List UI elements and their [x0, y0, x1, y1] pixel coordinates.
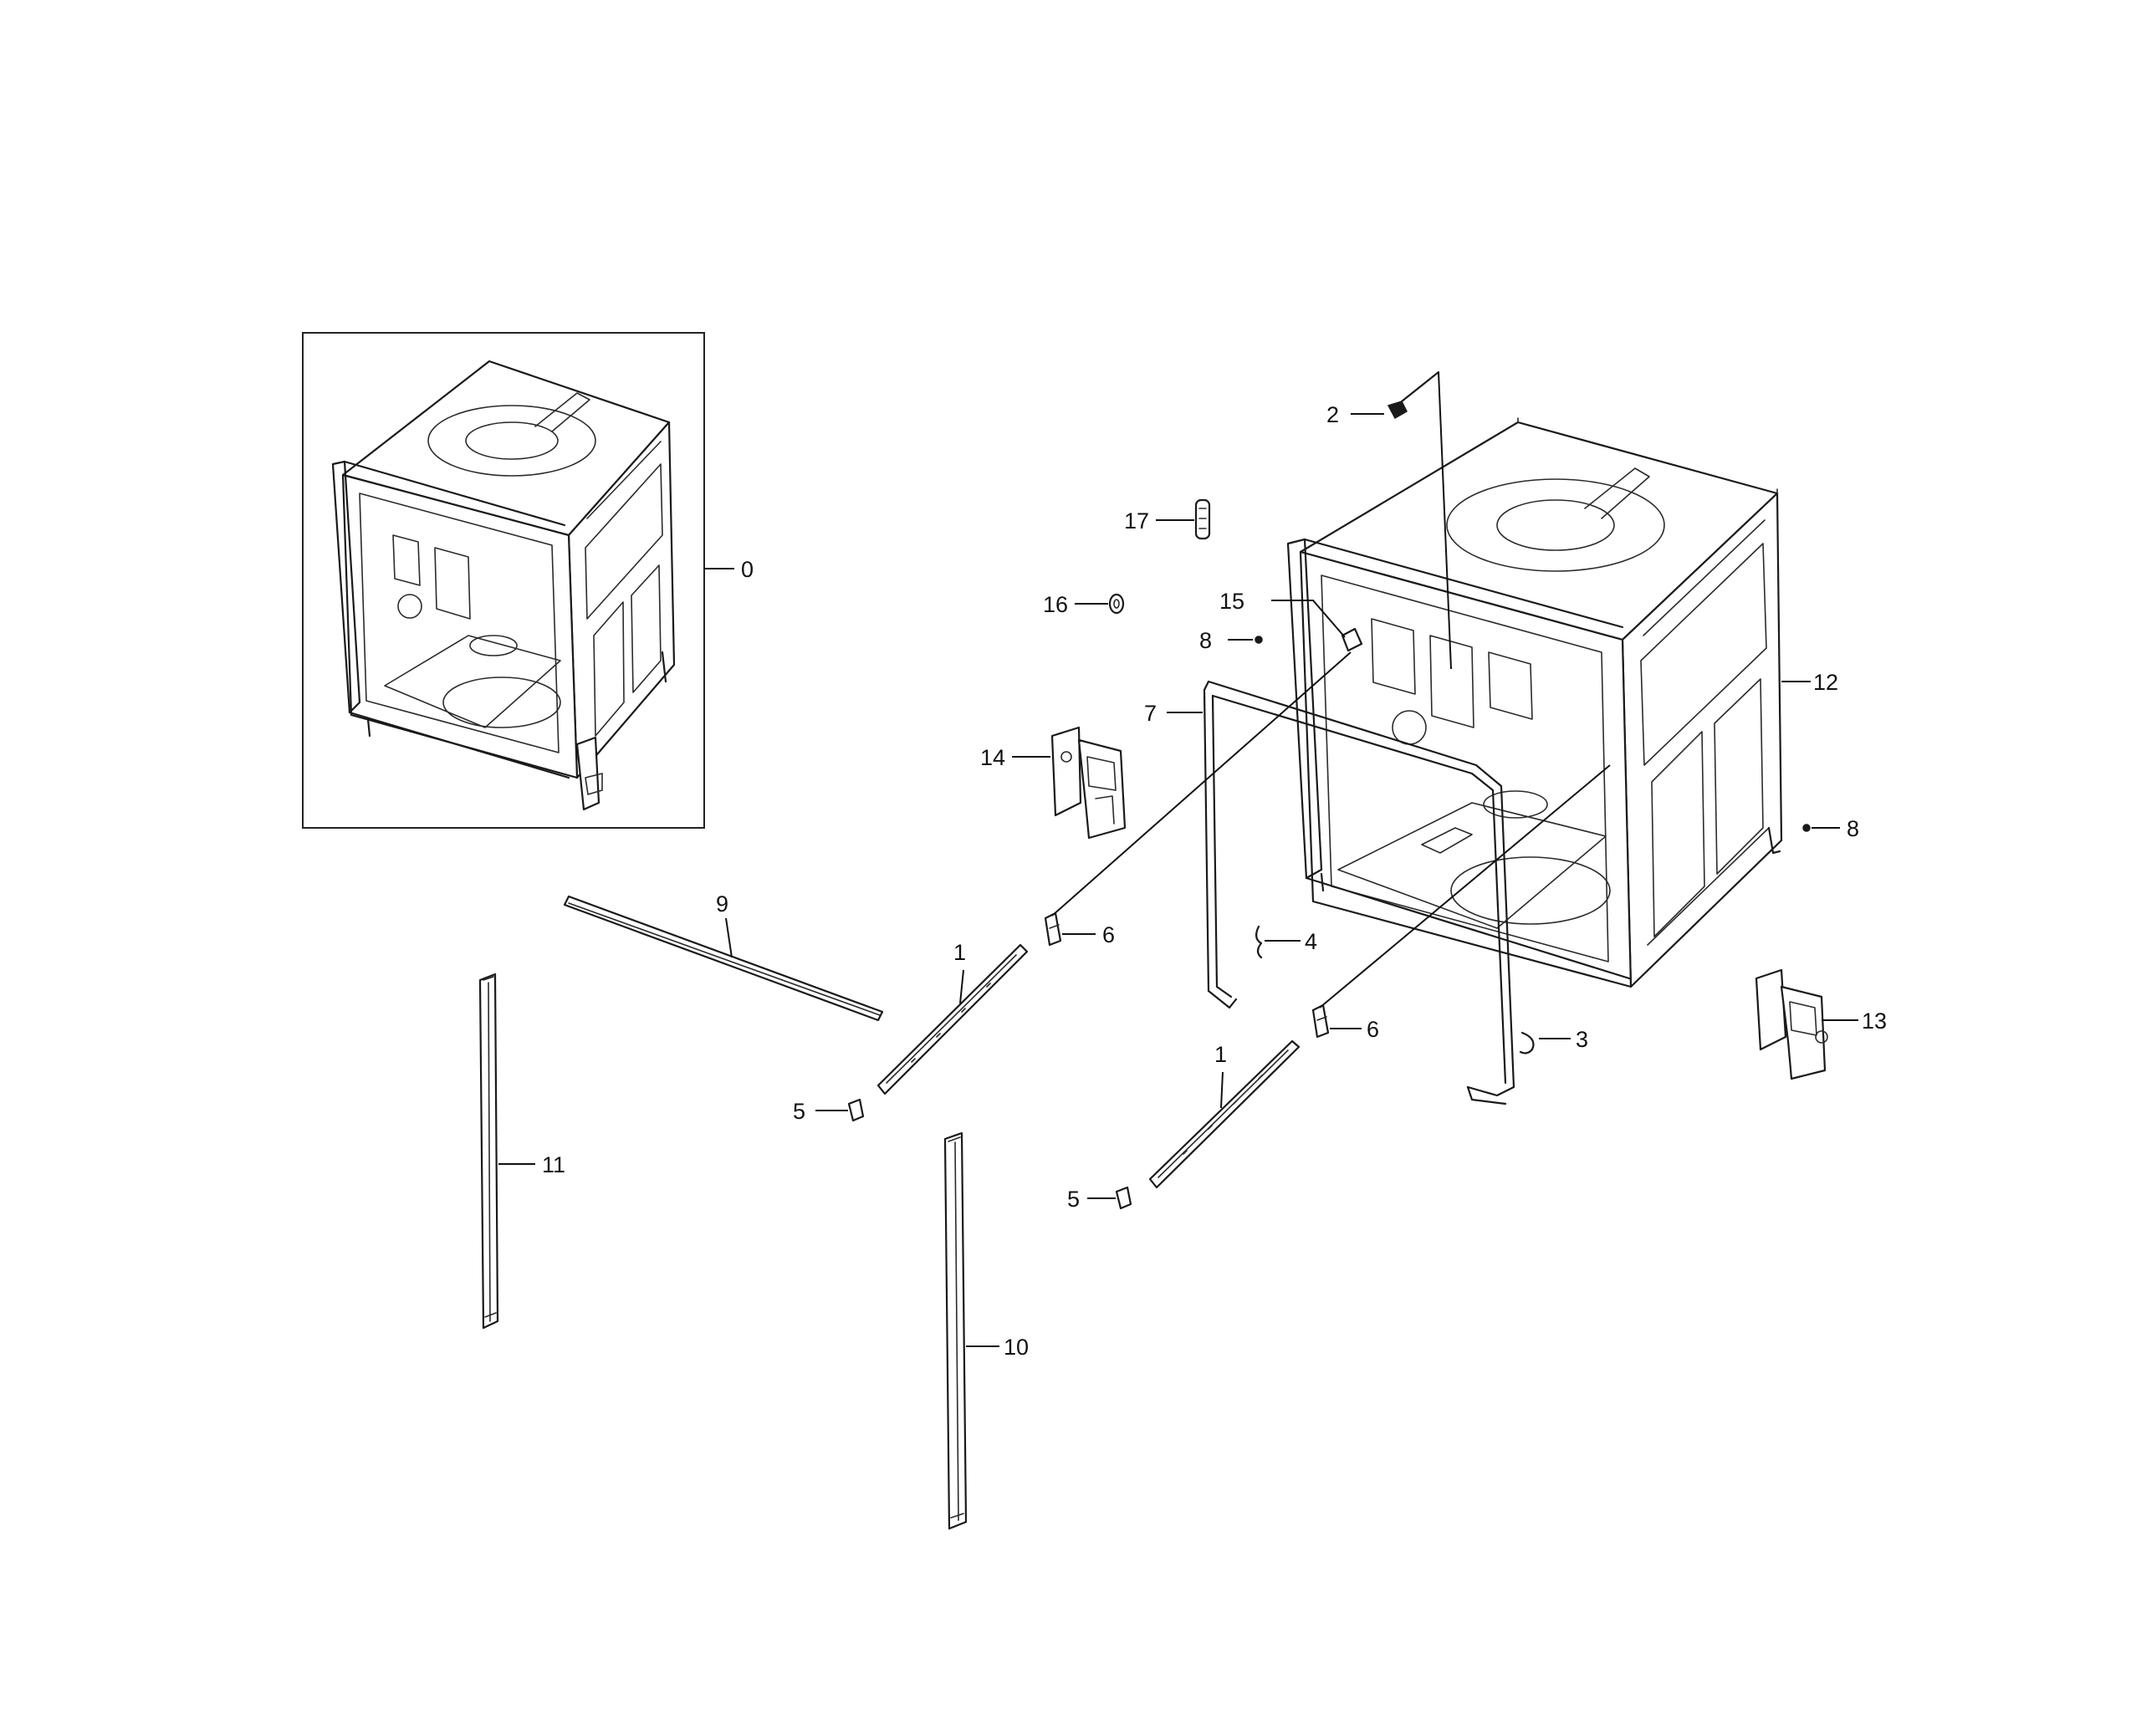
callout-6b: 6: [1367, 1017, 1379, 1042]
callout-5b: 5: [1067, 1187, 1080, 1212]
callout-10: 10: [1004, 1335, 1029, 1360]
leader-1b: [1220, 1071, 1224, 1109]
leader-15: [1271, 600, 1346, 638]
leader-6a-pointer: [1051, 651, 1352, 917]
part-8-screw-right: 8: [1802, 816, 1859, 841]
callout-5a: 5: [793, 1099, 805, 1124]
callout-6a: 6: [1102, 922, 1115, 947]
part-2-clip: 2: [1326, 370, 1452, 670]
part-1-rail-left: 1: [876, 940, 1029, 1095]
part-7-gasket: 7: [1144, 680, 1515, 1105]
callout-8a: 8: [1199, 628, 1212, 653]
part-11-strip: 11: [478, 973, 565, 1330]
callout-17: 17: [1124, 508, 1149, 534]
part-6-bracket-lower: 6: [1311, 764, 1611, 1042]
part-4-hook: 4: [1255, 925, 1317, 959]
callout-7: 7: [1144, 701, 1157, 726]
callout-16: 16: [1043, 592, 1068, 617]
callout-11: 11: [542, 1152, 565, 1177]
callout-9: 9: [716, 891, 728, 917]
callout-8b: 8: [1847, 816, 1859, 841]
part-16-grommet: 16: [1043, 592, 1125, 617]
callout-1b: 1: [1214, 1042, 1227, 1067]
leader-6b-pointer: [1319, 764, 1611, 1008]
part-15-fitting: 15: [1219, 589, 1363, 652]
callout-3: 3: [1576, 1027, 1588, 1052]
callout-14: 14: [980, 745, 1005, 770]
leader-9: [725, 917, 733, 958]
part-17-vent: 17: [1124, 498, 1211, 540]
leader-2-pointer: [1438, 371, 1452, 670]
callout-1a: 1: [953, 940, 966, 965]
part-9-strip: 9: [563, 891, 884, 1022]
callout-0: 0: [741, 557, 754, 582]
part-5-cap-left: 5: [793, 1098, 865, 1124]
inset-tub-assembly: 0: [302, 332, 754, 829]
part-13-hinge: 13: [1755, 968, 1887, 1080]
callout-15: 15: [1219, 589, 1244, 614]
leader-1a: [959, 969, 964, 1004]
inset-frame: [302, 332, 705, 829]
callout-2: 2: [1326, 402, 1339, 427]
callout-13: 13: [1862, 1008, 1887, 1034]
part-1-rail-right: 1: [1148, 1039, 1301, 1189]
callout-12: 12: [1813, 670, 1838, 695]
part-14-hinge: 14: [980, 726, 1127, 840]
part-8-screw-upper: 8: [1199, 628, 1263, 653]
tub-part-12: 12: [1286, 417, 1838, 988]
part-5-cap-right: 5: [1067, 1186, 1132, 1212]
part-3-hook: 3: [1519, 1027, 1588, 1054]
part-6-bracket-upper: 6: [1044, 651, 1352, 947]
callout-4: 4: [1305, 929, 1317, 954]
part-10-strip: 10: [943, 1131, 1029, 1530]
inset-tub-drawing: [331, 360, 676, 811]
